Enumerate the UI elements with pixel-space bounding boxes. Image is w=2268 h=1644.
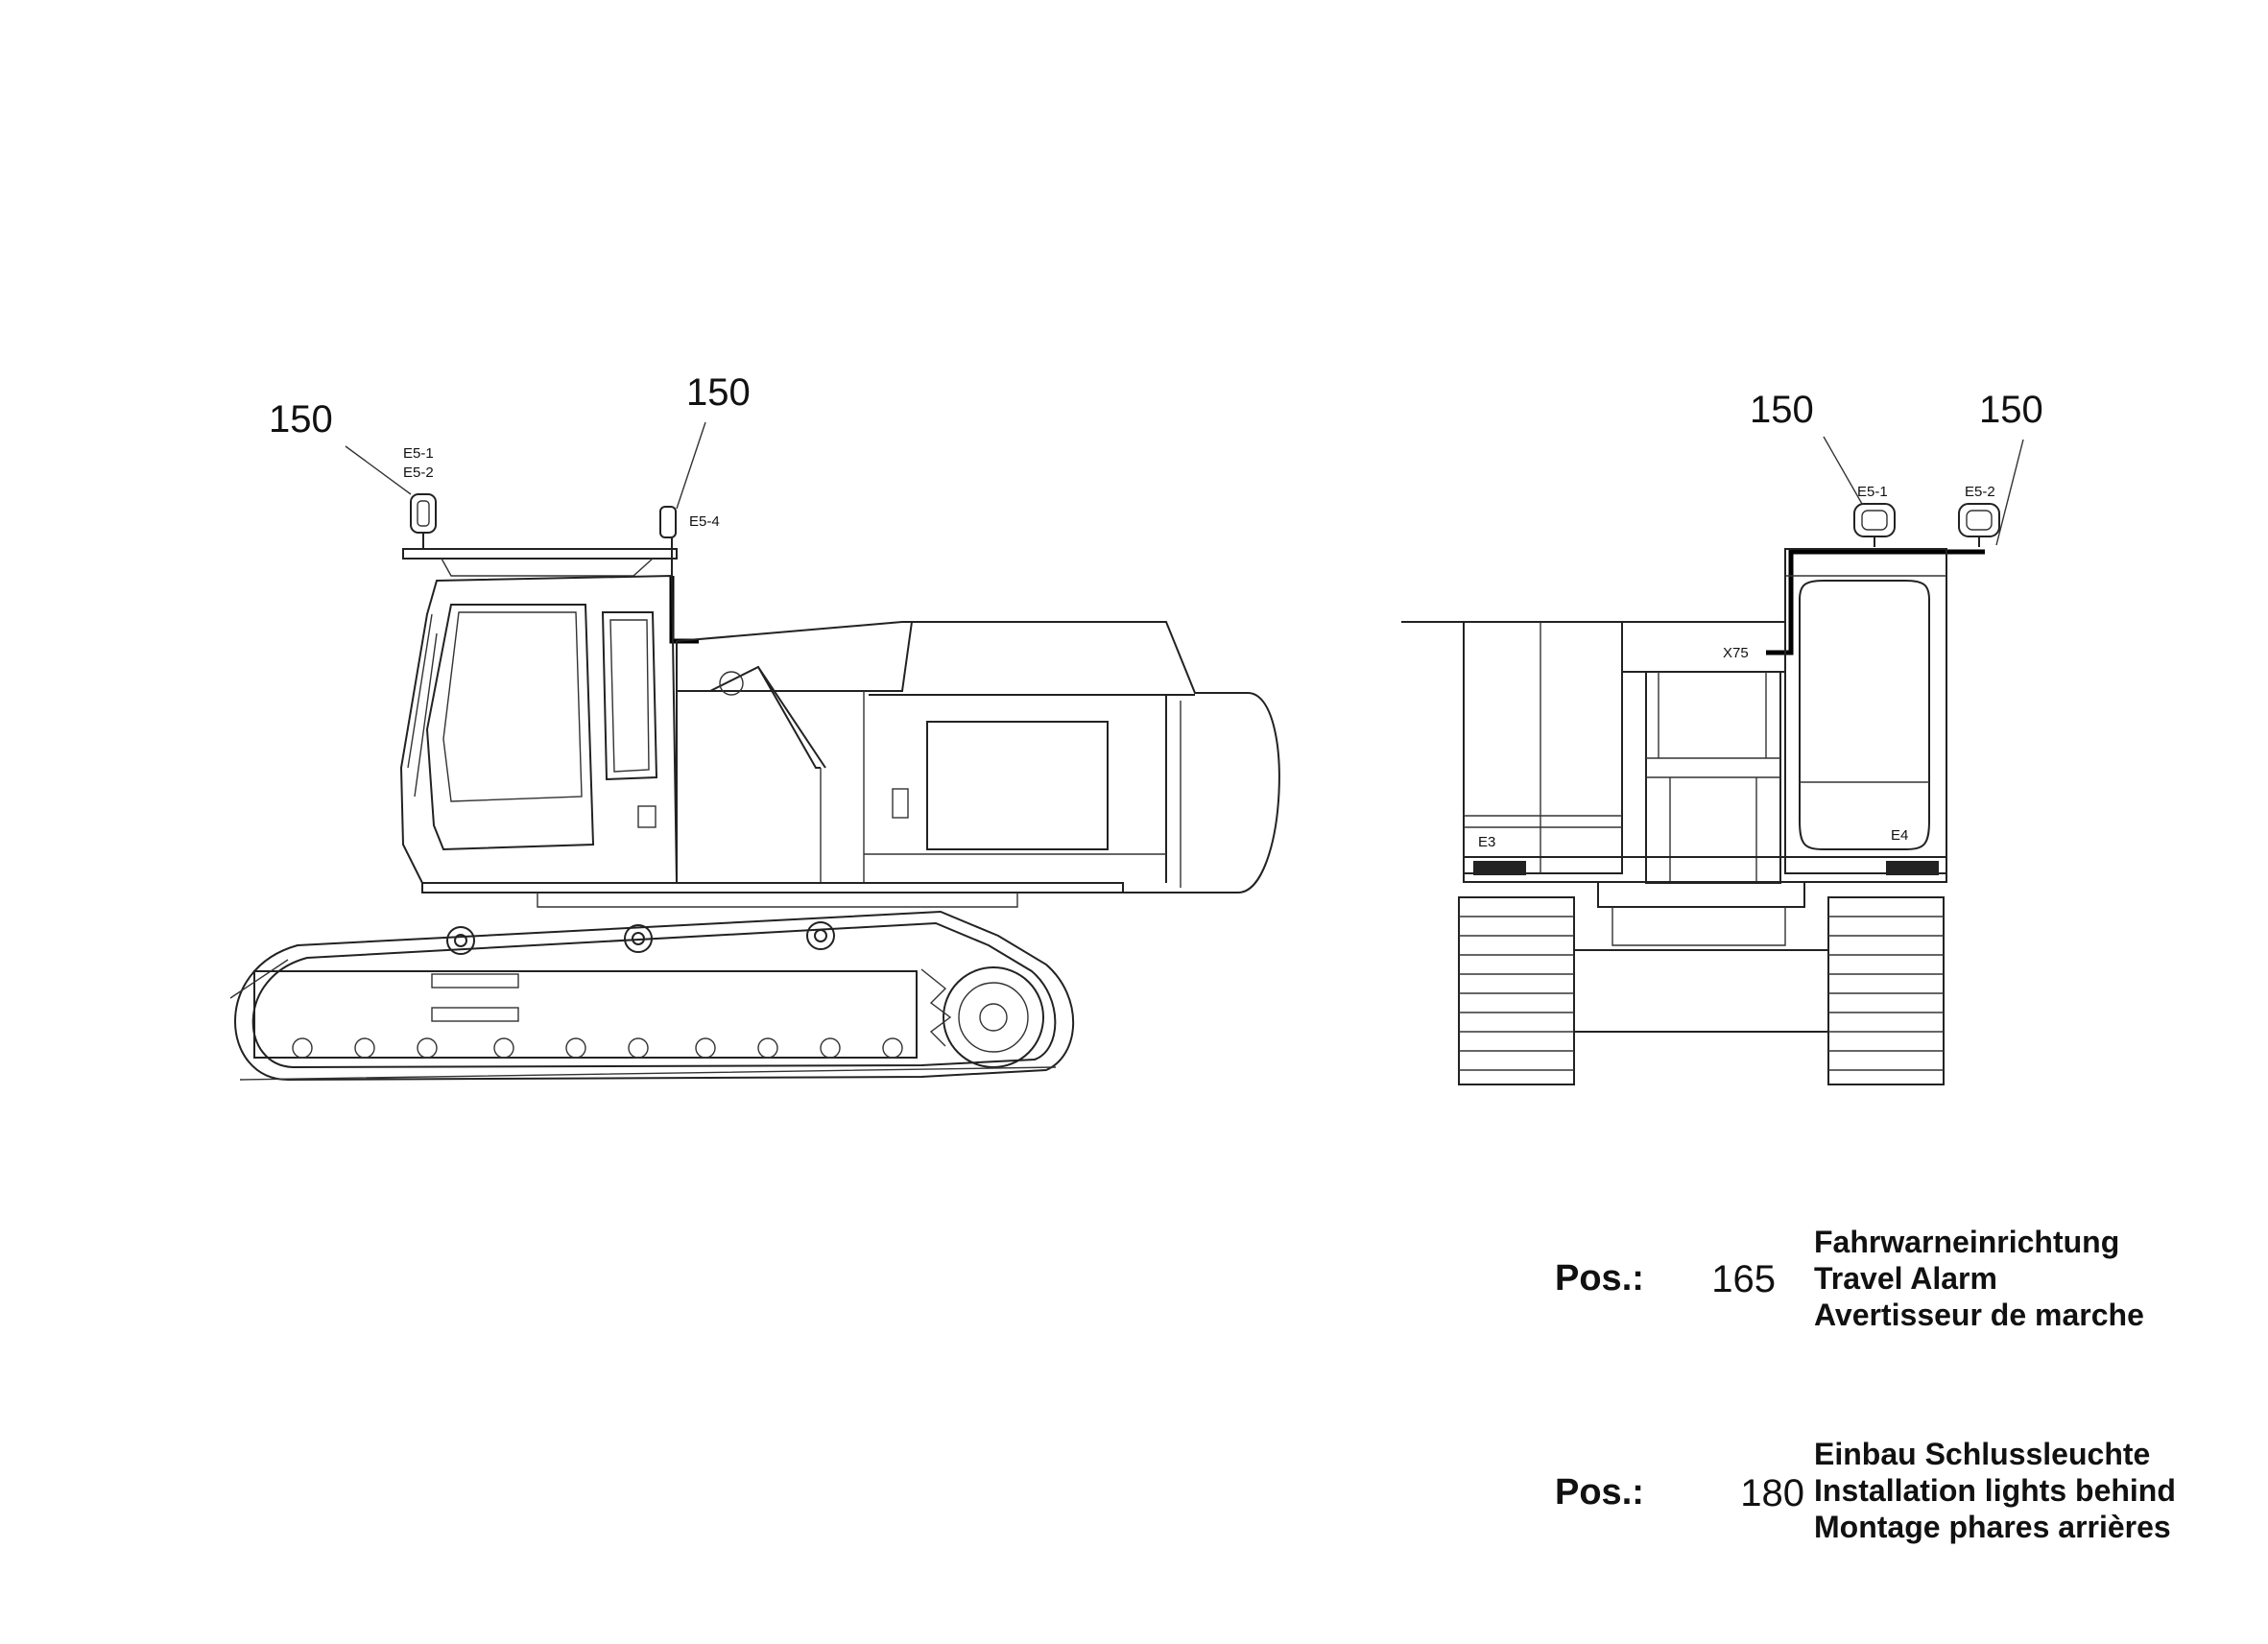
cable-rear (1766, 549, 1985, 655)
tail-light-left (1473, 861, 1526, 875)
tag-e4: E4 (1891, 827, 1908, 844)
pos-description: Einbau Schlussleuchte Installation light… (1814, 1436, 2176, 1545)
crawler-tracks-rear (1458, 896, 1945, 1085)
track-frame (253, 970, 918, 1059)
pos-label: Pos.: (1555, 1472, 1644, 1513)
rear-work-lamp-right (1958, 503, 2000, 547)
rear-cab (1784, 548, 1947, 874)
cab (399, 574, 679, 884)
crawler-track-side (229, 910, 1075, 1082)
description-en: Travel Alarm (1814, 1261, 1997, 1296)
description-en: Installation lights behind (1814, 1473, 2176, 1508)
leader-line (1823, 436, 1863, 505)
excavator-rear-view: 150 150 E5-1 E5-2 X75 E3 E4 (1401, 389, 2043, 1085)
roof-rack (402, 548, 678, 560)
pos-description: Fahrwarneinrichtung Travel Alarm Avertis… (1814, 1224, 2144, 1333)
description-fr: Avertisseur de marche (1814, 1298, 2144, 1332)
tag-e5-1: E5-1 (403, 445, 434, 462)
description-fr: Montage phares arrières (1814, 1510, 2171, 1544)
tag-rear-e5-1: E5-1 (1857, 484, 1888, 500)
work-lamp-left (410, 493, 437, 549)
tail-light-right (1886, 861, 1939, 875)
tag-e3: E3 (1478, 834, 1495, 850)
upper-structure (421, 621, 1280, 908)
description-de: Fahrwarneinrichtung (1814, 1225, 2120, 1259)
excavator-side-view: 150 150 E5-1 E5-2 E5-4 (229, 371, 1280, 1082)
callout-rear-right: 150 (1979, 389, 2043, 431)
pos-number: 180 (1740, 1472, 1804, 1514)
pos-number: 165 (1711, 1258, 1776, 1300)
roof-frame (441, 558, 654, 577)
rear-housing (1401, 621, 1947, 946)
tag-e5-4: E5-4 (689, 513, 720, 530)
legend-pos-180: Pos.: 180 Einbau Schlussleuchte Installa… (1555, 1436, 2227, 1551)
legend-pos-165: Pos.: 165 Fahrwarneinrichtung Travel Ala… (1555, 1224, 2227, 1339)
tag-x75: X75 (1723, 645, 1749, 661)
tag-rear-e5-2: E5-2 (1965, 484, 1995, 500)
service-panel (926, 721, 1109, 850)
leader-line (345, 445, 412, 495)
callout-side-left: 150 (269, 398, 333, 441)
rear-work-lamp-left (1853, 503, 1896, 547)
callout-rear-left: 150 (1750, 389, 1814, 431)
leader-line (676, 421, 706, 510)
leader-line (1995, 439, 2024, 546)
drive-sprocket (943, 966, 1044, 1068)
description-de: Einbau Schlussleuchte (1814, 1437, 2151, 1471)
cable-side (669, 576, 699, 644)
callout-side-right: 150 (686, 371, 751, 414)
pos-label: Pos.: (1555, 1258, 1644, 1299)
tag-e5-2: E5-2 (403, 465, 434, 481)
